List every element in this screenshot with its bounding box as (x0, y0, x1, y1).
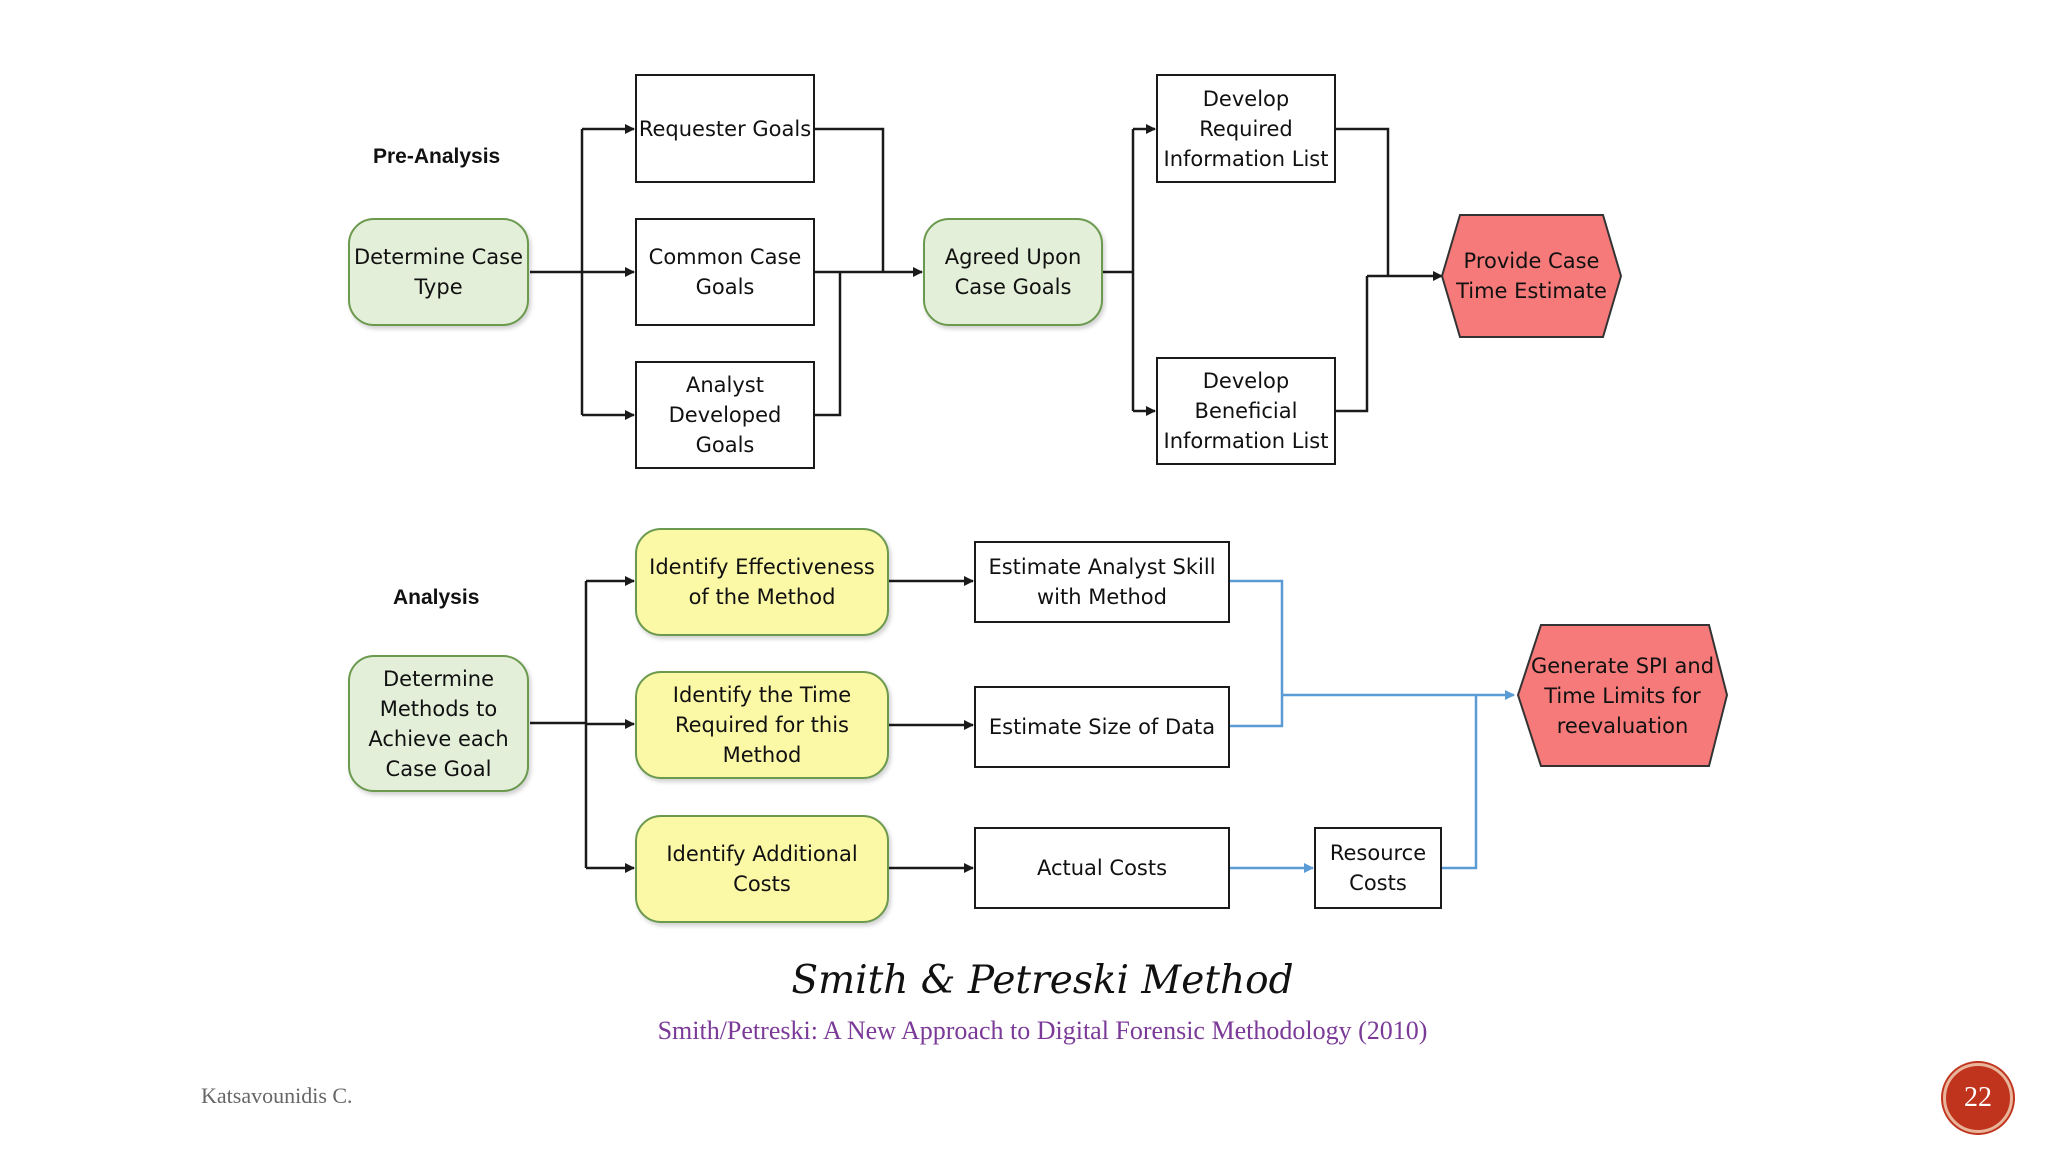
analysis-blue-connectors (1229, 579, 1515, 873)
connector-skill-to-merge (1229, 579, 1284, 695)
connector-analyst-to-agreed (814, 272, 842, 417)
determine-case-type-node: Determine Case Type (348, 218, 529, 326)
develop-beneficial-list-node: Develop Beneficial Information List (1156, 357, 1336, 465)
connector-resource-to-spi (1442, 695, 1478, 870)
diagram-title: Smith & Petreski Method (791, 958, 1294, 1003)
identify-time-required-node: Identify the Time Required for this Meth… (635, 671, 889, 779)
develop-required-list-node: Develop Required Information List (1156, 74, 1336, 183)
estimate-analyst-skill-node: Estimate Analyst Skill with Method (974, 541, 1230, 623)
author-footer: Katsavounidis C. (201, 1083, 353, 1108)
common-case-goals-node: Common Case Goals (635, 218, 815, 326)
requester-goals-node: Requester Goals (635, 74, 815, 183)
actual-costs-node: Actual Costs (974, 827, 1230, 909)
analyst-developed-goals-node: Analyst Developed Goals (635, 361, 815, 469)
provide-case-time-estimate-node: Provide Case Time Estimate (1456, 249, 1607, 303)
agreed-upon-case-goals-node: Agreed Upon Case Goals (923, 218, 1103, 326)
analysis-label: Analysis (393, 586, 480, 609)
connector-beneficial-to-estimate (1335, 276, 1369, 413)
pre-analysis-connectors (530, 124, 1443, 420)
determine-methods-node: Determine Methods to Achieve each Case G… (348, 655, 529, 792)
diagram-citation: Smith/Petreski: A New Approach to Digita… (657, 1016, 1428, 1045)
estimate-size-of-data-node: Estimate Size of Data (974, 686, 1230, 768)
identify-effectiveness-node: Identify Effectiveness of the Method (635, 528, 889, 636)
page-number-badge: 22 (1943, 1063, 2013, 1133)
pre-analysis-label: Pre-Analysis (373, 145, 501, 168)
generate-spi-node: Generate SPI and Time Limits for reevalu… (1530, 653, 1715, 738)
analysis-connectors (530, 576, 974, 873)
generate-spi-hexagon (1516, 624, 1729, 767)
connector-requester-to-agreed (814, 127, 885, 272)
connector-size-to-merge (1229, 695, 1284, 728)
identify-additional-costs-node: Identify Additional Costs (635, 815, 889, 923)
provide-case-time-estimate-hexagon (1440, 214, 1623, 338)
resource-costs-node: Resource Costs (1314, 827, 1442, 909)
connector-required-to-estimate (1335, 127, 1390, 276)
